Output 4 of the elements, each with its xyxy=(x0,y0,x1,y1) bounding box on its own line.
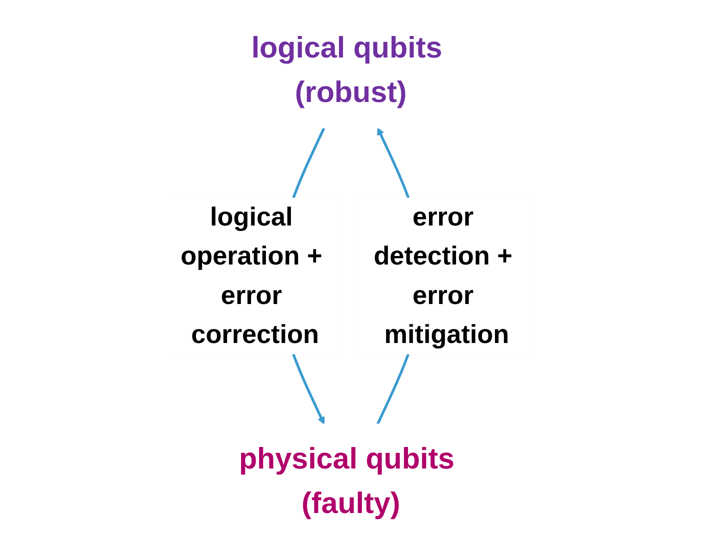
node-text: physical qubits (faulty) xyxy=(239,442,455,520)
edge-label: logical operation + error correction xyxy=(180,202,322,349)
edge-label: error detection + error mitigation xyxy=(374,202,512,349)
node-text: logical qubits (robust) xyxy=(251,30,442,108)
